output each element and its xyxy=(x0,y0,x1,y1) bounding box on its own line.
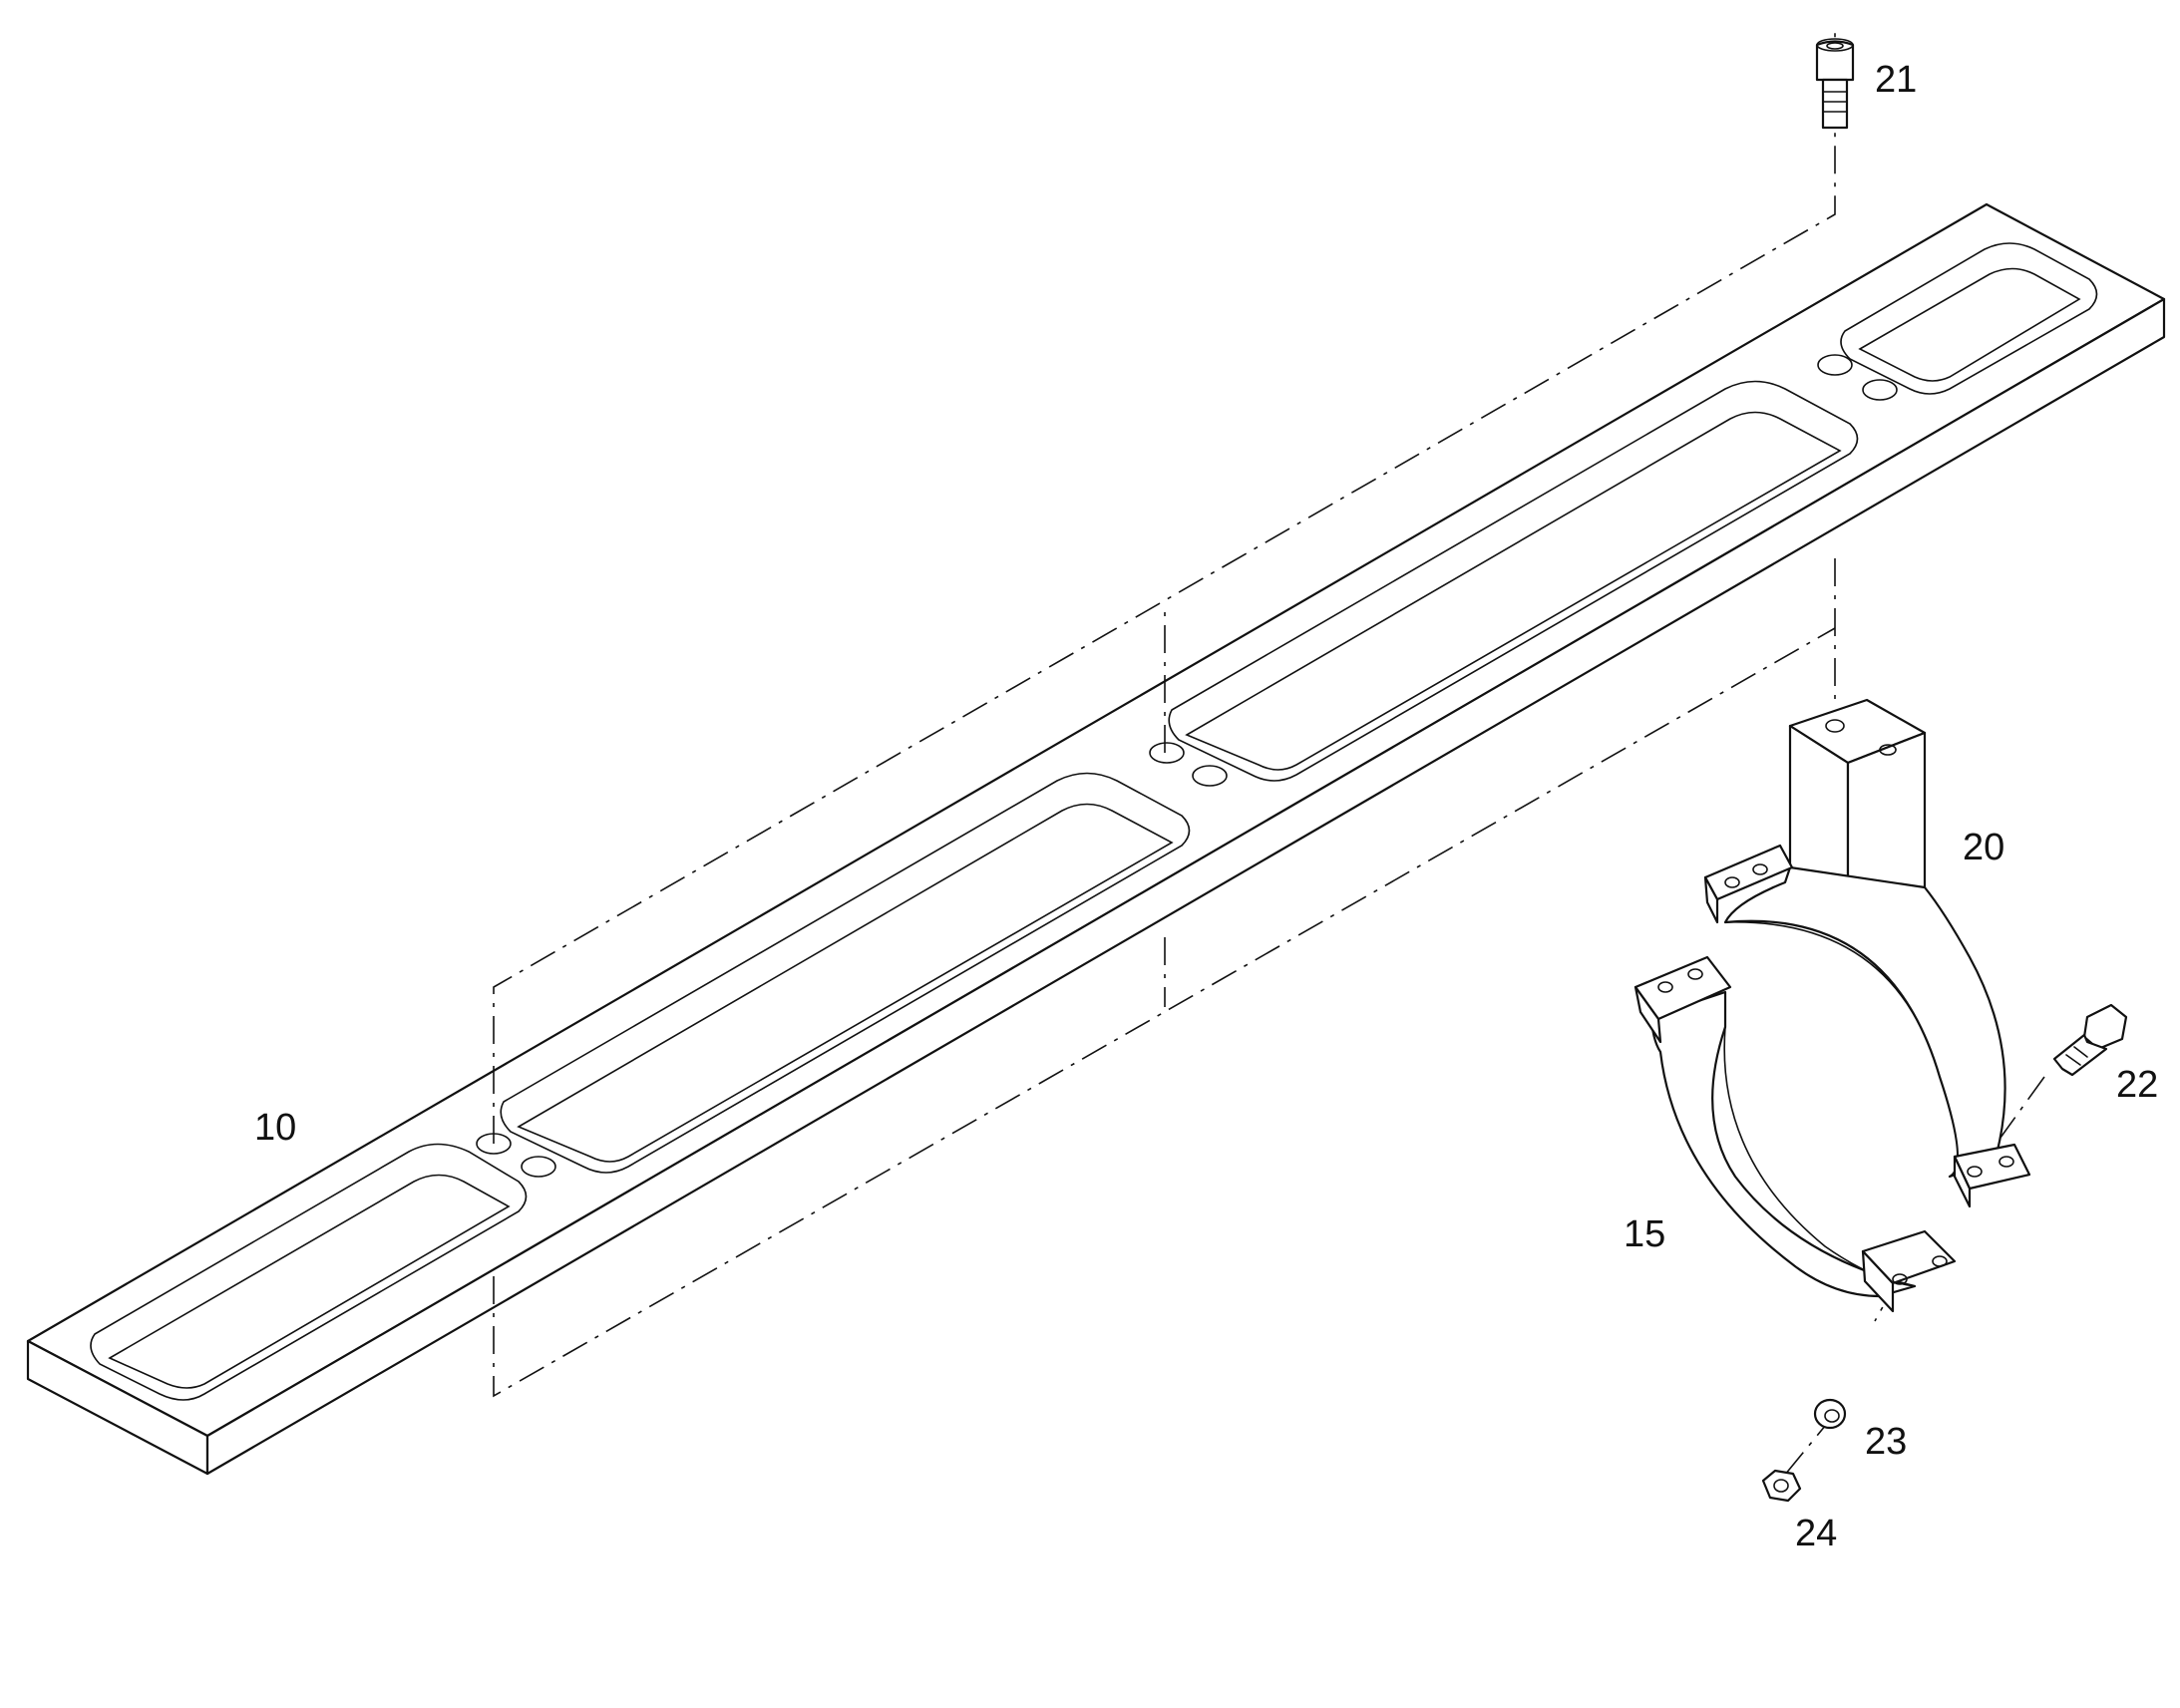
callout-15: 15 xyxy=(1624,1213,1665,1255)
bar-hole-1b xyxy=(521,1156,556,1178)
bar-hole-2a xyxy=(1149,742,1185,764)
bar-hole-3a xyxy=(1817,354,1853,376)
hex-bolt xyxy=(2052,1003,2128,1077)
clamp-bracket xyxy=(1703,698,2031,1208)
callout-22: 22 xyxy=(2116,1064,2158,1106)
mounting-bar xyxy=(26,202,2166,1476)
callout-23: 23 xyxy=(1865,1421,1907,1463)
callout-20: 20 xyxy=(1963,827,2004,868)
callout-10: 10 xyxy=(254,1107,296,1149)
bar-slot-3 xyxy=(1168,380,1859,782)
bar-slot-4 xyxy=(1840,242,2098,395)
clamp-half xyxy=(1634,955,1957,1313)
washer xyxy=(1813,1398,1847,1430)
hex-nut xyxy=(1761,1469,1802,1503)
bar-hole-3b xyxy=(1862,379,1898,401)
cap-screw xyxy=(1815,38,1855,130)
bar-hole-2b xyxy=(1192,765,1228,787)
callout-21: 21 xyxy=(1875,59,1917,101)
bar-slot-1 xyxy=(90,1143,528,1401)
bar-slot-2 xyxy=(500,772,1191,1174)
callout-24: 24 xyxy=(1795,1513,1837,1554)
